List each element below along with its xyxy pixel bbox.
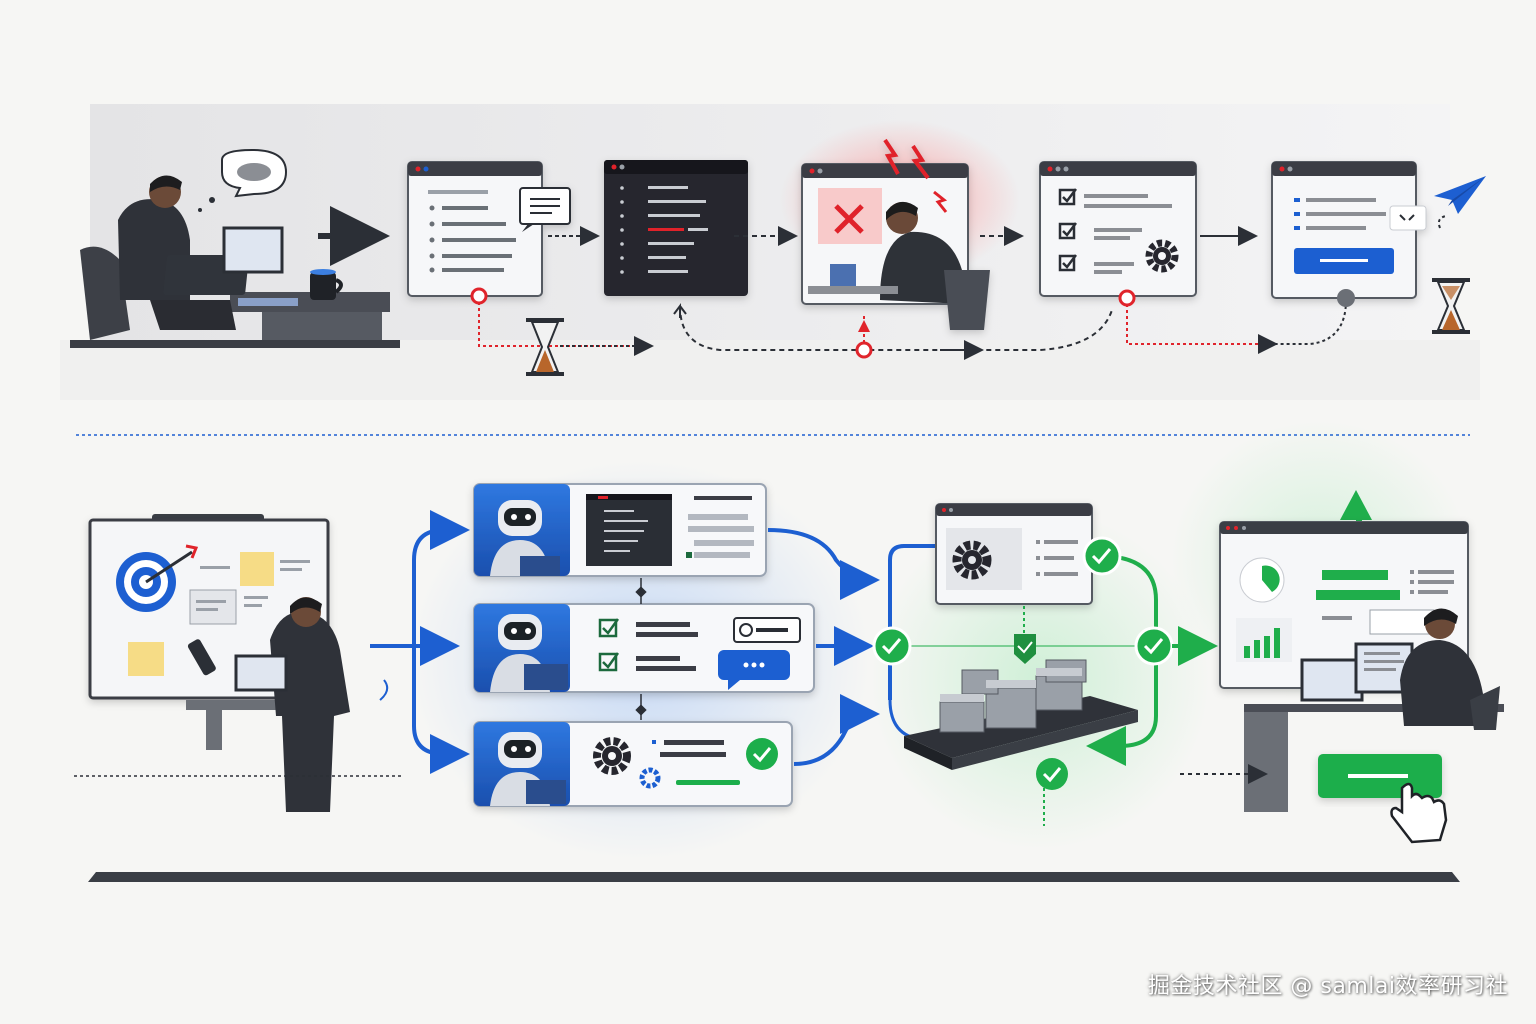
planning-board (88, 514, 350, 812)
code-editor-window (604, 160, 748, 296)
robot-icon (490, 614, 568, 692)
agent-config (473, 721, 793, 807)
integration-hub (888, 503, 1160, 826)
watermark-text: 掘金技术社区 @ samlai效率研习社 (1147, 974, 1508, 999)
error-x-icon (818, 188, 882, 244)
robot-icon (490, 732, 566, 806)
paper-plane-icon (1434, 176, 1486, 229)
submit-window (1271, 161, 1427, 299)
gear-icon (639, 767, 661, 789)
checklist-window (1039, 161, 1197, 297)
top-feedback-loops (470, 287, 1355, 360)
gear-icon (1145, 239, 1179, 273)
floor-bar (88, 872, 1460, 882)
check-icon (1134, 626, 1174, 666)
fan-out-arrows (412, 510, 470, 774)
hourglass-icon (526, 318, 564, 376)
agent-review (473, 603, 815, 693)
code-icon (620, 186, 708, 274)
error-window (801, 138, 990, 330)
deploy-button[interactable] (1318, 754, 1442, 798)
robot-icon (490, 500, 560, 576)
developer-thinking (70, 148, 400, 348)
hourglass-icon (1432, 278, 1470, 334)
task-list-window (407, 161, 571, 297)
check-icon (1082, 536, 1122, 576)
result-dashboard (1219, 490, 1504, 812)
cursor-hand-icon (1390, 782, 1448, 844)
chat-bubble-icon (519, 187, 571, 232)
gear-icon (593, 737, 631, 775)
target-icon (116, 544, 199, 612)
check-icon (872, 626, 912, 666)
agent-code (473, 483, 767, 577)
thought-bubble-icon (198, 148, 288, 212)
gear-icon (952, 540, 992, 580)
